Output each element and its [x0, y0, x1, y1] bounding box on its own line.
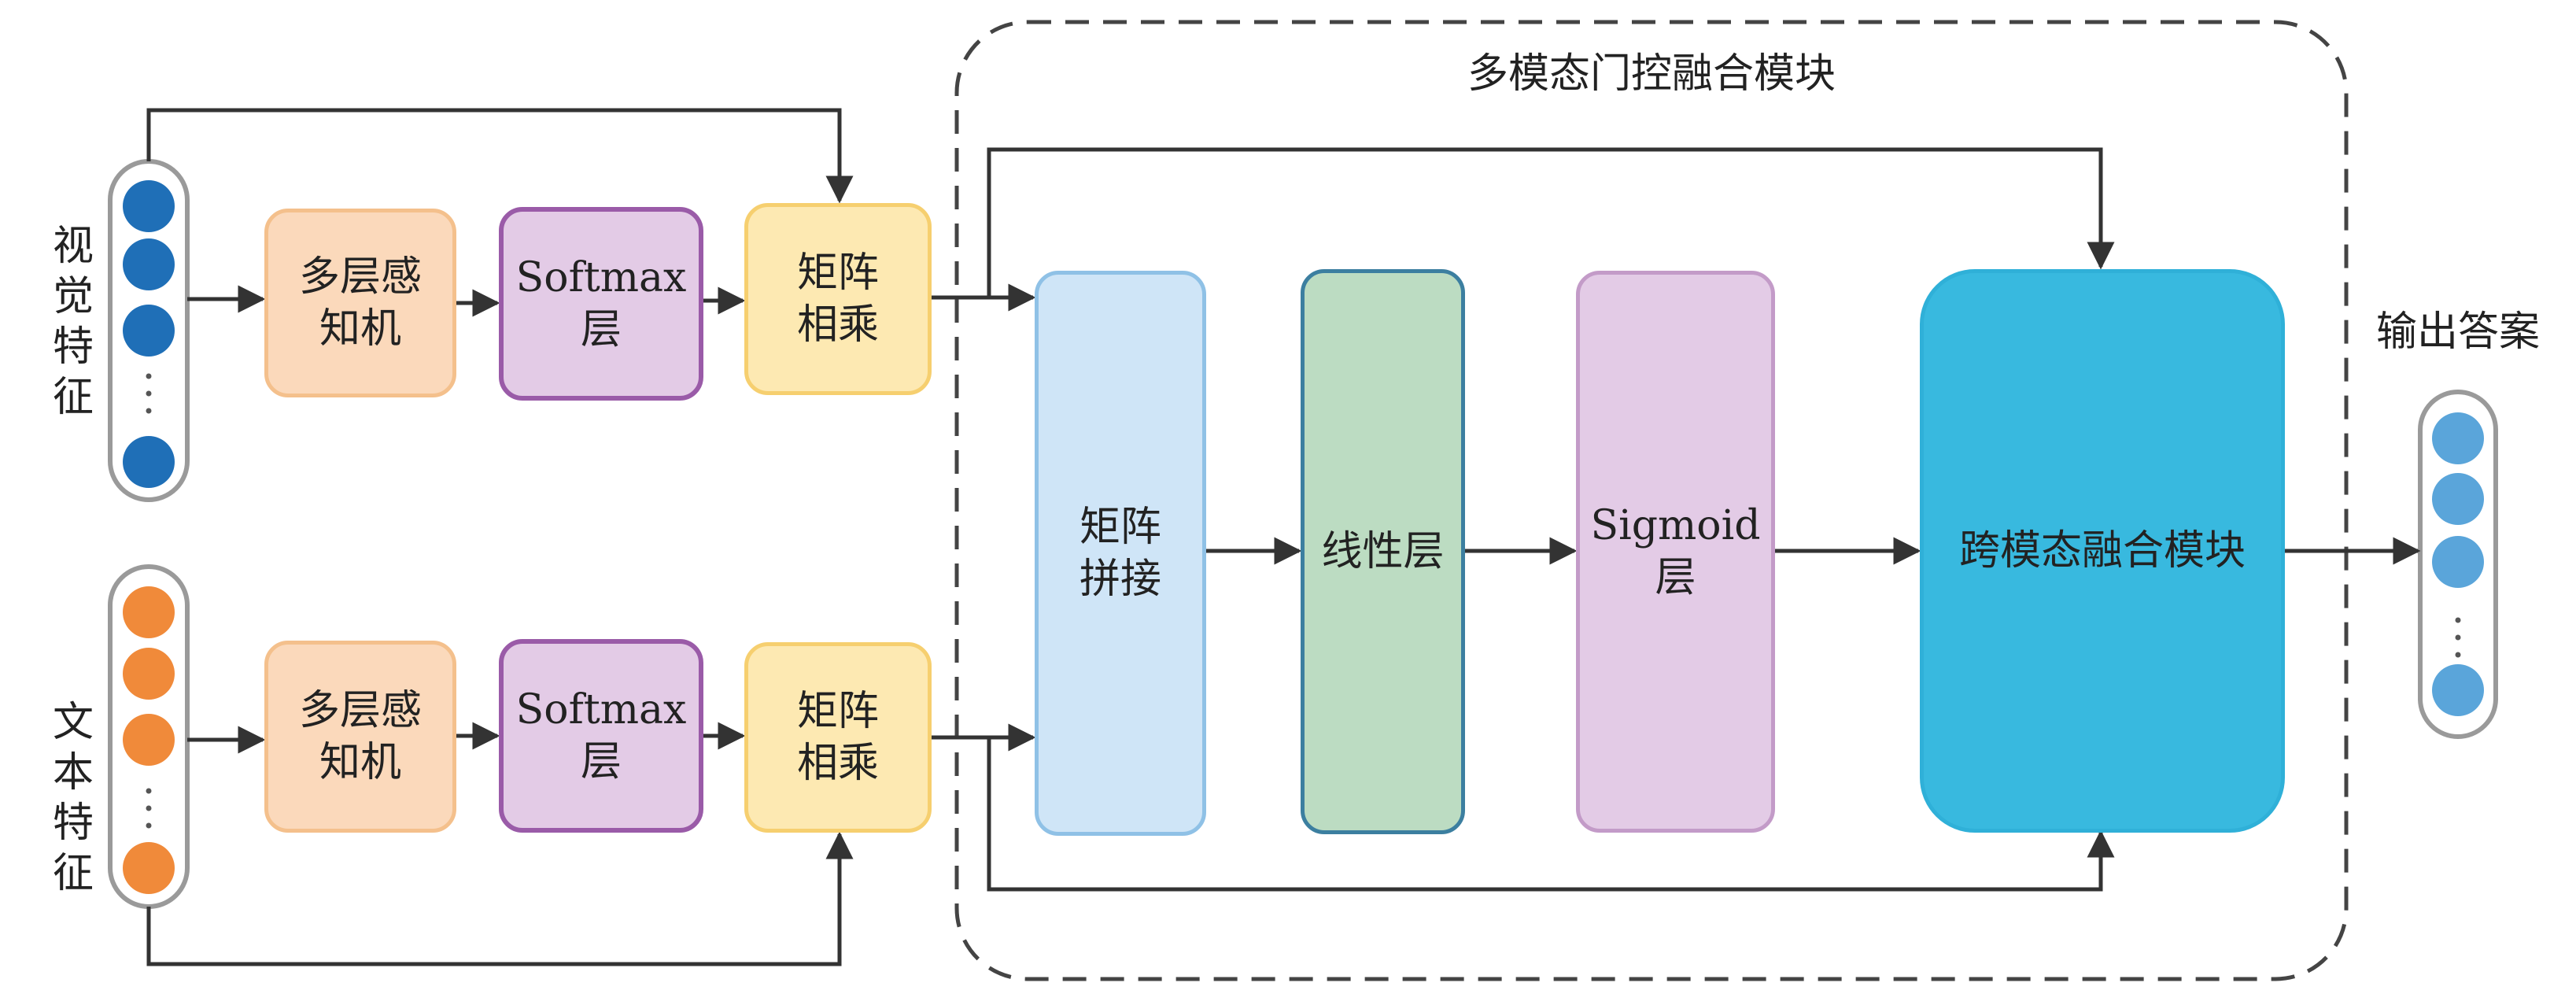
text-mlp-line1: 多层感 — [298, 687, 422, 734]
visual-mlp-line2: 知机 — [319, 305, 401, 353]
concat-line1: 矩阵 — [1079, 504, 1161, 551]
cross-modal-label: 跨模态融合模块 — [1958, 527, 2246, 575]
fusion-module-title: 多模态门控融合模块 — [1467, 50, 1836, 98]
visual-matmul-line1: 矩阵 — [796, 249, 879, 297]
text-matmul-line1: 矩阵 — [796, 688, 879, 735]
text-softmax-box: Softmax 层 — [499, 639, 703, 833]
text-mlp-line2: 知机 — [319, 739, 401, 786]
sigmoid-layer-box: Sigmoid 层 — [1576, 271, 1775, 833]
visual-mlp-box: 多层感 知机 — [264, 209, 456, 397]
visual-softmax-line1: Softmax — [515, 254, 687, 301]
arrow-visual-to-cross — [987, 147, 2115, 297]
visual-mlp-line1: 多层感 — [298, 253, 422, 301]
arrow-visual-skip — [146, 108, 854, 204]
visual-matmul-box: 矩阵 相乘 — [744, 203, 932, 395]
text-feature-label: 文本特征 — [52, 699, 94, 897]
cross-modal-fusion-box: 跨模态融合模块 — [1920, 269, 2285, 833]
text-matmul-line2: 相乘 — [796, 740, 879, 787]
text-matmul-box: 矩阵 相乘 — [744, 642, 932, 833]
visual-matmul-line2: 相乘 — [796, 301, 879, 349]
arrow-text-skip — [146, 831, 854, 966]
text-mlp-box: 多层感 知机 — [264, 641, 456, 833]
concat-box: 矩阵 拼接 — [1035, 271, 1206, 836]
fusion-module-border — [954, 20, 2349, 981]
text-feature-vector — [108, 564, 190, 909]
sigmoid-line2: 层 — [1655, 554, 1696, 601]
text-softmax-line2: 层 — [580, 738, 622, 785]
visual-feature-vector — [108, 159, 190, 502]
linear-layer-box: 线性层 — [1301, 269, 1465, 834]
visual-softmax-line2: 层 — [580, 306, 622, 353]
linear-layer-label: 线性层 — [1321, 528, 1445, 575]
concat-line2: 拼接 — [1079, 556, 1161, 603]
output-answer-label: 输出答案 — [2376, 309, 2541, 356]
output-vector — [2418, 390, 2498, 739]
visual-softmax-box: Softmax 层 — [499, 207, 703, 401]
visual-feature-label: 视觉特征 — [52, 223, 94, 421]
text-softmax-line1: Softmax — [515, 686, 687, 733]
sigmoid-line1: Sigmoid — [1590, 502, 1761, 549]
arrow-text-to-cross — [987, 737, 2115, 892]
